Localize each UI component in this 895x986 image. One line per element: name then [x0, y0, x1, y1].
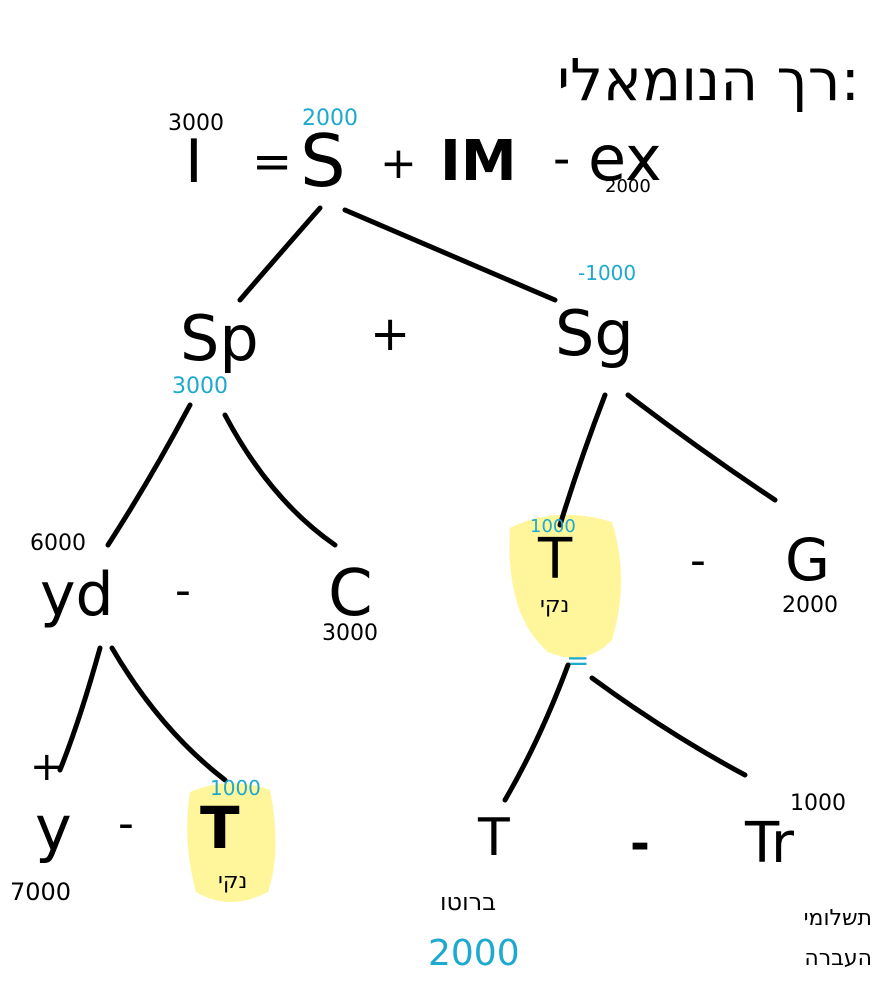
edge-t-to-tr [589, 675, 748, 778]
sp-value-annotation: 3000 [172, 374, 228, 399]
node-g: G [785, 526, 830, 594]
sg-value-annotation: -1000 [578, 261, 636, 285]
page-title: רך הנומאלי: [557, 46, 860, 114]
equation-s: S [300, 119, 346, 203]
node-sp: Sp [180, 302, 259, 375]
operator-minus-2: - [690, 535, 706, 586]
ex-value-annotation: 2000 [605, 176, 651, 197]
yd-value-annotation: 6000 [30, 531, 86, 556]
t-net2-value-annotation: 1000 [210, 776, 261, 800]
operator-minus-1: - [175, 565, 191, 616]
edge-s-to-sg [342, 207, 558, 303]
highlight-t-net-left [187, 782, 276, 902]
equation-i: I [185, 127, 203, 197]
y-plus-mark: + [30, 744, 64, 790]
tr-value-annotation: 1000 [790, 791, 846, 816]
t-net-sublabel: נקי [540, 593, 569, 618]
edge-sg-to-g [625, 392, 778, 503]
edge-t-to-tgross [502, 662, 571, 803]
tr-sublabel-1: תשלומי [804, 906, 872, 931]
edge-yd-to-y [57, 645, 103, 773]
edge-sp-to-yd [105, 402, 193, 548]
node-yd: yd [40, 560, 114, 630]
y-value-annotation: 7000 [10, 878, 71, 906]
t-gross-value-annotation: 2000 [428, 933, 520, 974]
node-sg: Sg [555, 297, 634, 370]
edge-s-to-sp [237, 205, 323, 303]
node-t-net: T [537, 527, 573, 592]
t-gross-sublabel: ברוטו [440, 888, 496, 916]
edge-yd-to-t [109, 645, 228, 783]
node-y: y [35, 792, 72, 865]
operator-plus: + [370, 306, 410, 362]
g-value-annotation: 2000 [782, 593, 838, 618]
edge-sg-to-t [557, 392, 608, 528]
node-t-net2: T [200, 794, 240, 862]
edge-sp-to-c [222, 412, 338, 548]
equation-plus: + [380, 138, 417, 189]
operator-minus-3: - [118, 798, 134, 849]
equation-im: IM [440, 129, 517, 194]
s-value-annotation: 2000 [302, 106, 358, 131]
highlight-t-net-right [509, 514, 621, 658]
node-c: C [328, 557, 373, 631]
node-t-gross: T [477, 808, 510, 868]
t-net2-sublabel: נקי [218, 869, 247, 894]
c-value-annotation: 3000 [322, 621, 378, 646]
t-net-value-annotation: 1000 [530, 516, 576, 537]
operator-minus-4: - [630, 816, 650, 872]
equation-minus: - [553, 131, 570, 187]
t-net-equals: = [566, 644, 589, 677]
i-value-annotation: 3000 [168, 111, 224, 136]
node-tr: Tr [744, 811, 795, 876]
equation-equals: = [252, 134, 292, 190]
tr-sublabel-2: העברה [804, 946, 872, 971]
equation-ex: ex [588, 122, 662, 195]
